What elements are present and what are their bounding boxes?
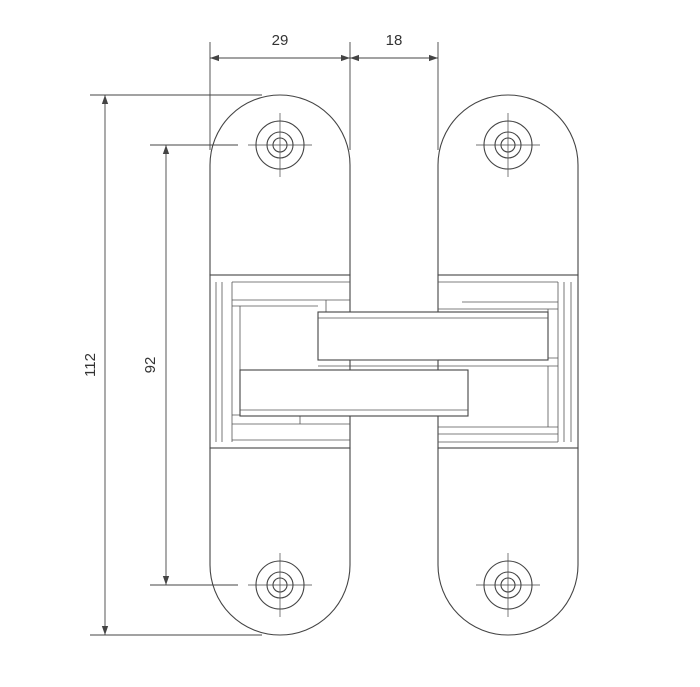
right-hinge-leaf <box>437 94 579 636</box>
dimension-label-92: 92 <box>142 357 159 374</box>
lower-arm <box>239 369 469 417</box>
dimension-label-112: 112 <box>82 353 99 377</box>
hinge-arms <box>239 311 549 417</box>
right-top-screw-hole <box>476 113 540 177</box>
right-leaf-housing <box>437 274 579 449</box>
dimension-label-18: 18 <box>386 32 403 49</box>
left-hinge-leaf <box>209 94 351 636</box>
right-leaf-top-body <box>437 94 579 276</box>
upper-arm <box>317 311 549 361</box>
left-bottom-screw-hole <box>248 553 312 617</box>
left-leaf-bottom-body <box>209 447 351 636</box>
right-bottom-screw-hole <box>476 553 540 617</box>
left-top-screw-hole <box>248 113 312 177</box>
left-leaf-top-body <box>209 94 351 276</box>
left-leaf-housing <box>209 274 351 449</box>
right-leaf-bottom-body <box>437 447 579 636</box>
dimension-label-29: 29 <box>272 32 289 49</box>
